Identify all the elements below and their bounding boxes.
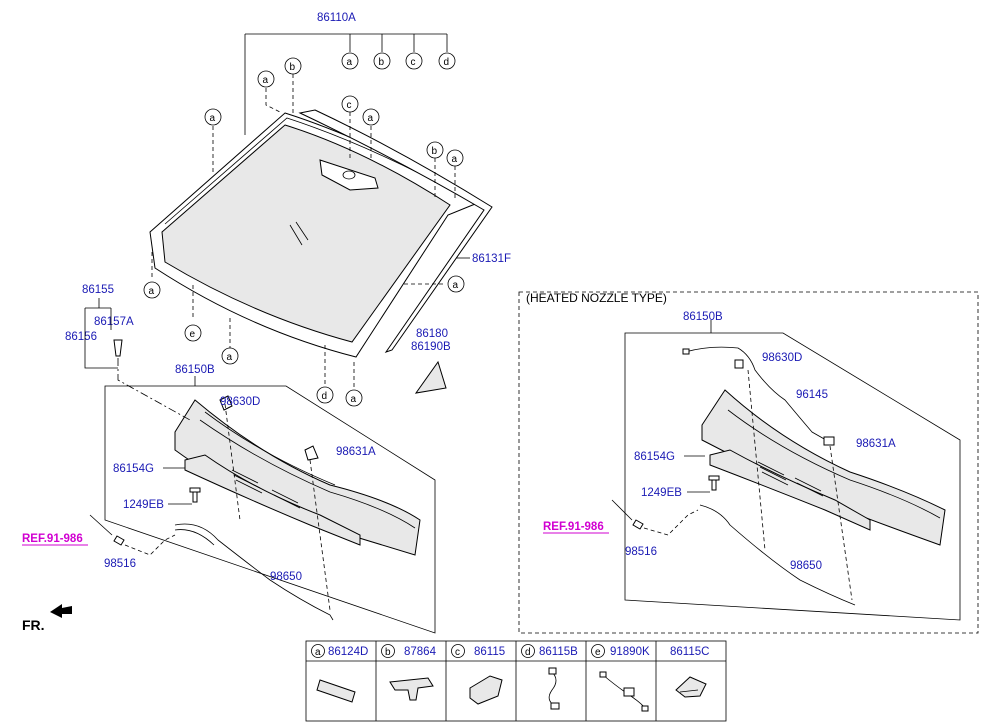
svg-text:86115C: 86115C bbox=[670, 646, 709, 658]
label-1249EB-right: 1249EB bbox=[641, 487, 682, 499]
callout-circles: a b c d a b c a a b a a a e a d a bbox=[143, 52, 465, 407]
callout-b-1: b bbox=[284, 57, 302, 75]
svg-text:e: e bbox=[595, 647, 601, 658]
svg-text:a: a bbox=[227, 352, 233, 363]
svg-text:d: d bbox=[525, 647, 531, 658]
svg-text:b: b bbox=[432, 146, 438, 157]
svg-text:c: c bbox=[455, 647, 460, 658]
callout-a-2: a bbox=[362, 108, 380, 126]
callout-c-1: c bbox=[341, 95, 359, 113]
label-98516-left: 98516 bbox=[104, 558, 136, 570]
callout-d-1: d bbox=[316, 386, 334, 404]
label-98631A-left: 98631A bbox=[336, 446, 376, 458]
label-98630D-right: 98630D bbox=[762, 352, 802, 364]
label-98650-right: 98650 bbox=[790, 560, 822, 572]
svg-text:b: b bbox=[290, 62, 296, 73]
windshield-assembly bbox=[149, 33, 493, 358]
callout-a-7: a bbox=[221, 347, 239, 365]
label-1249EB-left: 1249EB bbox=[123, 499, 164, 511]
svg-text:a: a bbox=[368, 113, 374, 124]
ref-link-left[interactable]: REF.91-986 bbox=[22, 533, 83, 545]
label-96145: 96145 bbox=[796, 389, 828, 401]
label-98650-left: 98650 bbox=[270, 571, 302, 583]
svg-text:a: a bbox=[351, 394, 357, 405]
label-98630D-left: 98630D bbox=[220, 396, 260, 408]
svg-text:a: a bbox=[263, 75, 269, 86]
svg-text:a: a bbox=[210, 113, 216, 124]
svg-text:a: a bbox=[452, 154, 458, 165]
legend-cell-e: e 91890K bbox=[591, 644, 650, 712]
callout-b-2: b bbox=[426, 141, 444, 159]
svg-text:d: d bbox=[444, 57, 450, 68]
callout-b-86110A: b bbox=[373, 52, 391, 70]
heated-nozzle-group bbox=[518, 291, 979, 634]
callout-c-86110A: c bbox=[405, 52, 423, 70]
legend-cell-d: d 86115B bbox=[521, 644, 578, 710]
callout-a-8: a bbox=[345, 389, 363, 407]
label-86180: 86180 bbox=[416, 328, 448, 340]
callout-a-1: a bbox=[257, 70, 275, 88]
label-86150B-left: 86150B bbox=[175, 364, 215, 376]
svg-text:d: d bbox=[322, 391, 328, 402]
label-86157A: 86157A bbox=[94, 316, 134, 328]
svg-text:87864: 87864 bbox=[404, 646, 437, 658]
legend-cell-c: c 86115 bbox=[451, 644, 505, 705]
label-86110A: 86110A bbox=[317, 12, 356, 24]
label-86150B-right: 86150B bbox=[683, 311, 723, 323]
ref-link-right[interactable]: REF.91-986 bbox=[543, 521, 604, 533]
front-arrow-icon bbox=[50, 604, 72, 618]
label-86131F: 86131F bbox=[472, 253, 511, 265]
callout-a-3: a bbox=[204, 108, 222, 126]
label-98516-right: 98516 bbox=[625, 546, 657, 558]
label-86156: 86156 bbox=[65, 331, 97, 343]
callout-a-86110A: a bbox=[341, 52, 359, 70]
svg-text:b: b bbox=[379, 57, 385, 68]
svg-text:86115: 86115 bbox=[474, 646, 505, 658]
callout-d-86110A: d bbox=[438, 52, 456, 70]
svg-text:a: a bbox=[347, 57, 353, 68]
svg-text:a: a bbox=[149, 286, 155, 297]
callout-a-4: a bbox=[446, 149, 464, 167]
legend-cell-86115C: 86115C bbox=[670, 646, 709, 698]
svg-text:a: a bbox=[453, 280, 459, 291]
leader-86155 bbox=[84, 298, 118, 369]
svg-text:c: c bbox=[347, 100, 352, 111]
corner-molding-part bbox=[414, 360, 447, 394]
svg-text:86124D: 86124D bbox=[328, 646, 368, 658]
callout-e-1: e bbox=[184, 324, 202, 342]
label-98631A-right: 98631A bbox=[856, 438, 896, 450]
windshield-callout-leaders bbox=[151, 74, 470, 390]
label-86154G-left: 86154G bbox=[113, 463, 154, 475]
callout-a-6: a bbox=[143, 281, 161, 299]
legend-cell-b: b 87864 bbox=[381, 644, 437, 701]
heated-nozzle-title: (HEATED NOZZLE TYPE) bbox=[526, 291, 667, 305]
svg-text:91890K: 91890K bbox=[610, 646, 650, 658]
svg-text:e: e bbox=[190, 329, 196, 340]
legend-cell-a: a 86124D bbox=[311, 644, 368, 703]
svg-text:a: a bbox=[315, 647, 321, 658]
svg-text:86115B: 86115B bbox=[539, 646, 578, 658]
legend-table: a 86124D b 87864 c 86115 d 86115B e 9189… bbox=[305, 640, 727, 722]
callout-a-5: a bbox=[447, 275, 465, 293]
svg-text:c: c bbox=[411, 57, 416, 68]
label-86190B: 86190B bbox=[411, 341, 451, 353]
label-86154G-right: 86154G bbox=[634, 451, 675, 463]
svg-text:b: b bbox=[385, 647, 391, 658]
front-direction-label: FR. bbox=[22, 617, 45, 633]
left-cowl-group bbox=[89, 339, 436, 634]
label-86155: 86155 bbox=[82, 284, 114, 296]
